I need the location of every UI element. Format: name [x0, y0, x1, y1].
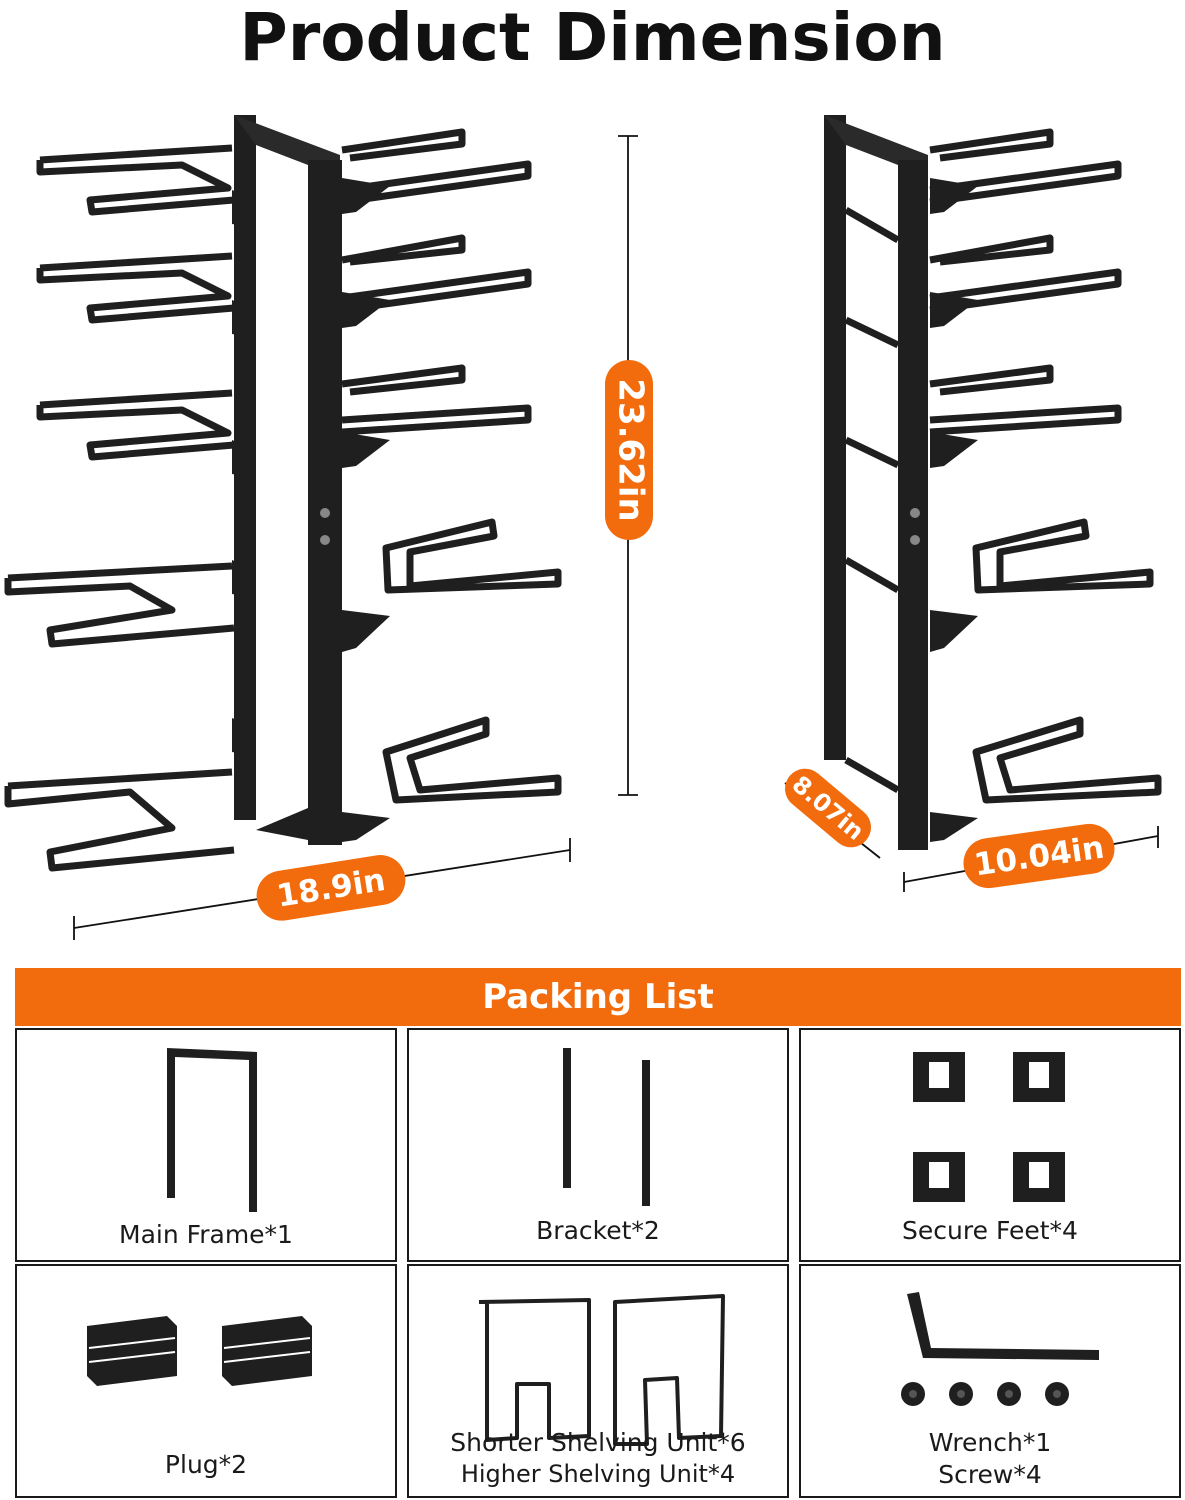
- packing-item-wrench-screw: Wrench*1 Screw*4: [799, 1264, 1181, 1498]
- packing-item-shelving-unit: Shorter Shelving Unit*6 Higher Shelving …: [407, 1264, 789, 1498]
- plug-icon: [87, 1316, 312, 1386]
- shorter-shelving-unit-label: Shorter Shelving Unit*6: [450, 1428, 746, 1457]
- main-frame-label: Main Frame*1: [119, 1220, 293, 1249]
- side-width-dimension-badge: 10.04in: [963, 823, 1115, 889]
- plug-label: Plug*2: [164, 1450, 248, 1479]
- packing-item-plug: Plug*2: [15, 1264, 397, 1498]
- screw-label: Screw*4: [938, 1460, 1042, 1489]
- packing-list-grid: Main Frame*1 Bracket*2 Secure Feet*4: [15, 1028, 1181, 1498]
- rack-front-view: [4, 115, 562, 872]
- shelving-unit-icon: [478, 1294, 725, 1446]
- bracket-label: Bracket*2: [536, 1216, 660, 1245]
- page-title: Product Dimension: [239, 0, 946, 76]
- higher-shelving-unit-label: Higher Shelving Unit*4: [460, 1460, 736, 1488]
- packing-list-header: Packing List: [15, 968, 1181, 1026]
- packing-item-bracket: Bracket*2: [407, 1028, 789, 1262]
- width-dimension-badge: 18.9in: [256, 855, 406, 921]
- packing-item-secure-feet: Secure Feet*4: [799, 1028, 1181, 1262]
- height-dimension-label: 23.62in: [611, 378, 651, 521]
- packing-item-main-frame: Main Frame*1: [15, 1028, 397, 1262]
- wrench-label: Wrench*1: [928, 1428, 1052, 1457]
- wrench-screw-icon: [901, 1292, 1099, 1406]
- rack-side-view: [824, 115, 1162, 850]
- height-dimension-badge: 23.62in: [605, 360, 653, 540]
- product-dimension-diagram: 23.62in 18.9in 8.07in 10.04in: [4, 115, 1162, 940]
- secure-feet-label: Secure Feet*4: [902, 1216, 1078, 1245]
- secure-feet-icon: [913, 1052, 1065, 1202]
- depth-dimension-badge: 8.07in: [785, 768, 871, 848]
- bracket-icon: [563, 1048, 650, 1206]
